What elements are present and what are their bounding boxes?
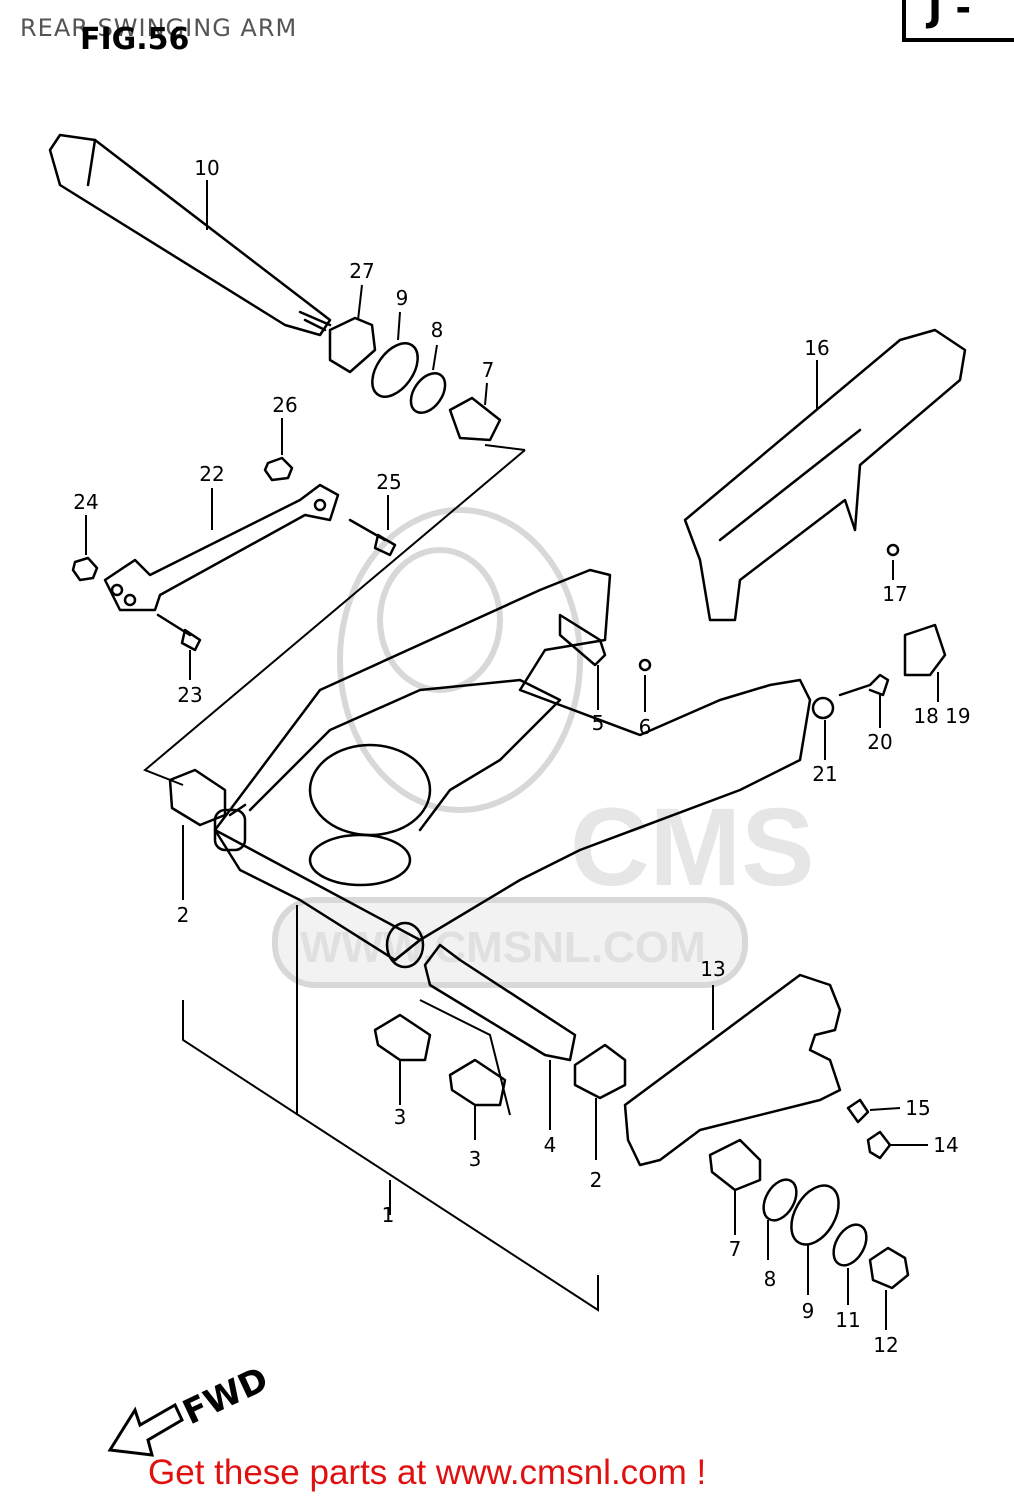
washer-11 — [832, 1223, 868, 1267]
nut-24 — [71, 556, 99, 582]
callout-7: 7 — [482, 358, 495, 382]
callout-20: 20 — [867, 730, 892, 754]
washer-9-bottom — [790, 1184, 840, 1246]
collar-7-top — [448, 396, 502, 442]
fwd-label: FWD — [177, 1359, 275, 1433]
callout-18-19: 18 19 — [913, 704, 970, 728]
callout-22: 22 — [199, 462, 224, 486]
bolt-25 — [348, 518, 397, 557]
footer-link[interactable]: Get these parts at www.cmsnl.com ! — [148, 1453, 707, 1492]
section-box: J - — [902, 0, 1014, 42]
bracket-5 — [558, 613, 607, 667]
callout-21: 21 — [812, 762, 837, 786]
washer-8-bottom — [762, 1178, 798, 1222]
callout-15: 15 — [905, 1096, 930, 1120]
screw-17 — [886, 543, 900, 557]
leader-lines — [85, 180, 939, 1330]
watermark — [272, 507, 748, 988]
forward-direction-indicator: FWD — [107, 1359, 275, 1457]
bearing-2-left — [168, 768, 227, 827]
callout-11: 11 — [835, 1308, 860, 1332]
nut-26 — [263, 456, 294, 482]
callout-9: 9 — [396, 286, 409, 310]
watermark-logo: CMS — [570, 786, 814, 909]
callout-8: 8 — [431, 318, 444, 342]
pivot-pipe-4 — [423, 943, 577, 1062]
callout-7-bottom: 7 — [729, 1237, 742, 1261]
callout-27: 27 — [349, 259, 374, 283]
callout-1: 1 — [382, 1203, 395, 1227]
chain-adjuster-13 — [623, 973, 842, 1167]
callout-12: 12 — [873, 1333, 898, 1357]
callout-24: 24 — [73, 490, 98, 514]
collar-3-a — [373, 1013, 432, 1062]
screw-6 — [638, 658, 652, 672]
callout-23: 23 — [177, 683, 202, 707]
callout-14: 14 — [933, 1133, 958, 1157]
collar-3-b — [448, 1058, 507, 1107]
swing-arm-frame — [213, 568, 812, 969]
callout-13: 13 — [700, 957, 725, 981]
callout-4: 4 — [544, 1133, 557, 1157]
callout-3-b: 3 — [469, 1147, 482, 1171]
callout-25: 25 — [376, 470, 401, 494]
figure-number: FIG.56 — [80, 22, 190, 57]
nut-27 — [328, 316, 377, 374]
callout-17: 17 — [882, 582, 907, 606]
collar-7-bottom — [708, 1138, 762, 1192]
fitting-15 — [846, 1098, 870, 1124]
callout-6: 6 — [639, 715, 652, 739]
section-label: J - — [928, 0, 972, 30]
callout-5: 5 — [592, 711, 605, 735]
callout-2-left: 2 — [177, 903, 190, 927]
bolt-20 — [838, 673, 890, 697]
callout-labels: 10 27 9 8 7 26 22 24 25 23 16 17 5 6 18 … — [73, 156, 970, 1357]
callout-8-bottom: 8 — [764, 1267, 777, 1291]
callout-16: 16 — [804, 336, 829, 360]
nut-21 — [811, 696, 835, 720]
nut-12 — [868, 1246, 910, 1290]
callout-3-a: 3 — [394, 1105, 407, 1129]
fwd-arrow-icon — [107, 1402, 184, 1457]
watermark-url: WWW.CMSNL.COM — [300, 923, 706, 972]
fitting-14 — [866, 1130, 892, 1160]
linkage-arm-22 — [103, 483, 340, 612]
callout-26: 26 — [272, 393, 297, 417]
bearing-2-right — [573, 1043, 627, 1100]
chain-guard-16 — [683, 328, 967, 622]
callout-9-bottom: 9 — [802, 1299, 815, 1323]
pivot-shaft — [48, 133, 332, 337]
diagram-title: REAR SWINGING ARM — [20, 14, 298, 42]
callout-10: 10 — [194, 156, 219, 180]
callout-2-right: 2 — [590, 1168, 603, 1192]
bolt-23 — [156, 613, 202, 652]
plate-18-19 — [903, 623, 947, 677]
washer-9-top — [371, 342, 419, 398]
